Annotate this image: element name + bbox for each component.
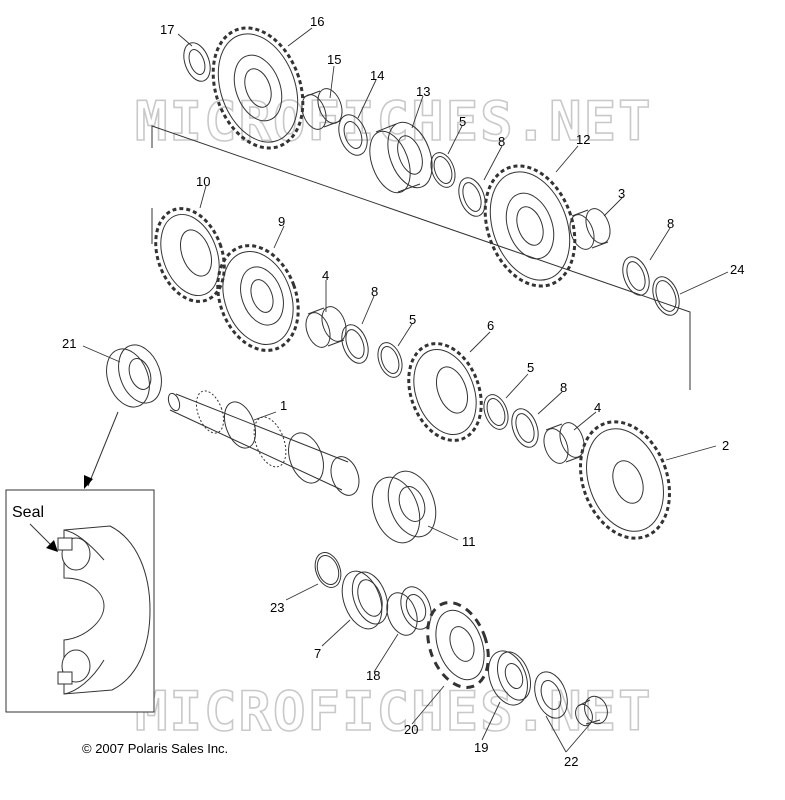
callout-8-c: 8 bbox=[371, 284, 378, 299]
part-21-ball-bearing bbox=[106, 344, 162, 408]
part-7-seal bbox=[341, 570, 389, 630]
seal-cross-section bbox=[57, 525, 151, 695]
callout-12: 12 bbox=[576, 132, 590, 147]
part-17-washer bbox=[183, 42, 211, 82]
callout-5-c: 5 bbox=[527, 360, 534, 375]
part-5-snap-ring-b bbox=[377, 342, 403, 378]
part-13-hub bbox=[369, 121, 433, 194]
part-5-snap-ring-a bbox=[430, 152, 456, 188]
callout-8-d: 8 bbox=[560, 380, 567, 395]
callout-10: 10 bbox=[196, 174, 210, 189]
subassembly-bracket bbox=[151, 125, 691, 390]
callout-9: 9 bbox=[278, 214, 285, 229]
inset-pointer-line bbox=[87, 411, 119, 487]
inset-pointer-arrow bbox=[84, 475, 93, 489]
callout-19: 19 bbox=[474, 740, 488, 755]
part-2-gear bbox=[579, 420, 671, 540]
watermark-bottom: MICROFICHES.NET bbox=[135, 680, 653, 743]
part-8-washer-d bbox=[511, 408, 539, 448]
callout-7: 7 bbox=[314, 646, 321, 661]
callout-3: 3 bbox=[618, 186, 625, 201]
callout-4-a: 4 bbox=[322, 268, 329, 283]
part-6-gear bbox=[407, 342, 483, 442]
callout-5-a: 5 bbox=[459, 114, 466, 129]
part-24-snap-ring bbox=[652, 276, 680, 316]
part-5-snap-ring-c bbox=[483, 394, 509, 430]
callout-2: 2 bbox=[722, 438, 729, 453]
part-14-washer bbox=[338, 114, 368, 156]
part-23-o-ring bbox=[314, 552, 342, 588]
part-22-washer-nut bbox=[534, 671, 608, 727]
part-11-ball-bearing bbox=[371, 470, 437, 544]
callout-13: 13 bbox=[416, 84, 430, 99]
seal-inset: Seal bbox=[5, 411, 155, 713]
seal-pointer-arrow bbox=[46, 540, 58, 552]
part-18-collar bbox=[386, 586, 432, 636]
part-1-shaft bbox=[167, 390, 360, 496]
part-19-washer bbox=[488, 650, 531, 706]
callout-4-b: 4 bbox=[594, 400, 601, 415]
part-20-sprocket bbox=[426, 601, 490, 689]
part-12-gear bbox=[483, 164, 577, 288]
callout-24: 24 bbox=[730, 262, 744, 277]
callout-14: 14 bbox=[370, 68, 384, 83]
part-9-gear bbox=[216, 244, 300, 352]
callout-16: 16 bbox=[310, 14, 324, 29]
callout-22: 22 bbox=[564, 754, 578, 769]
part-8-washer-b bbox=[622, 256, 650, 296]
callout-20: 20 bbox=[404, 722, 418, 737]
part-10-gear bbox=[154, 207, 226, 303]
callout-1: 1 bbox=[280, 398, 287, 413]
part-15-needle-bearing bbox=[301, 88, 343, 130]
part-4-needle-bearing-a bbox=[305, 306, 347, 348]
leader-lines bbox=[82, 27, 729, 753]
callout-labels: 17 16 15 14 13 5 8 12 3 8 24 10 9 4 8 5 … bbox=[62, 14, 744, 769]
part-4-needle-bearing-b bbox=[543, 422, 585, 464]
callout-18: 18 bbox=[366, 668, 380, 683]
callout-21: 21 bbox=[62, 336, 76, 351]
callout-11: 11 bbox=[462, 534, 476, 549]
part-8-washer-a bbox=[458, 177, 486, 217]
callout-6: 6 bbox=[487, 318, 494, 333]
callout-8-b: 8 bbox=[667, 216, 674, 231]
callout-23: 23 bbox=[270, 600, 284, 615]
part-3-needle-bearing bbox=[569, 208, 611, 250]
watermark-top: MICROFICHES.NET bbox=[135, 90, 653, 153]
callout-5-b: 5 bbox=[409, 312, 416, 327]
copyright-text: © 2007 Polaris Sales Inc. bbox=[82, 741, 229, 756]
part-8-washer-c bbox=[341, 324, 369, 364]
part-16-gear bbox=[211, 26, 305, 150]
callout-15: 15 bbox=[327, 52, 341, 67]
callout-17: 17 bbox=[160, 22, 174, 37]
inset-seal-label: Seal bbox=[12, 504, 44, 521]
callout-8-a: 8 bbox=[498, 134, 505, 149]
